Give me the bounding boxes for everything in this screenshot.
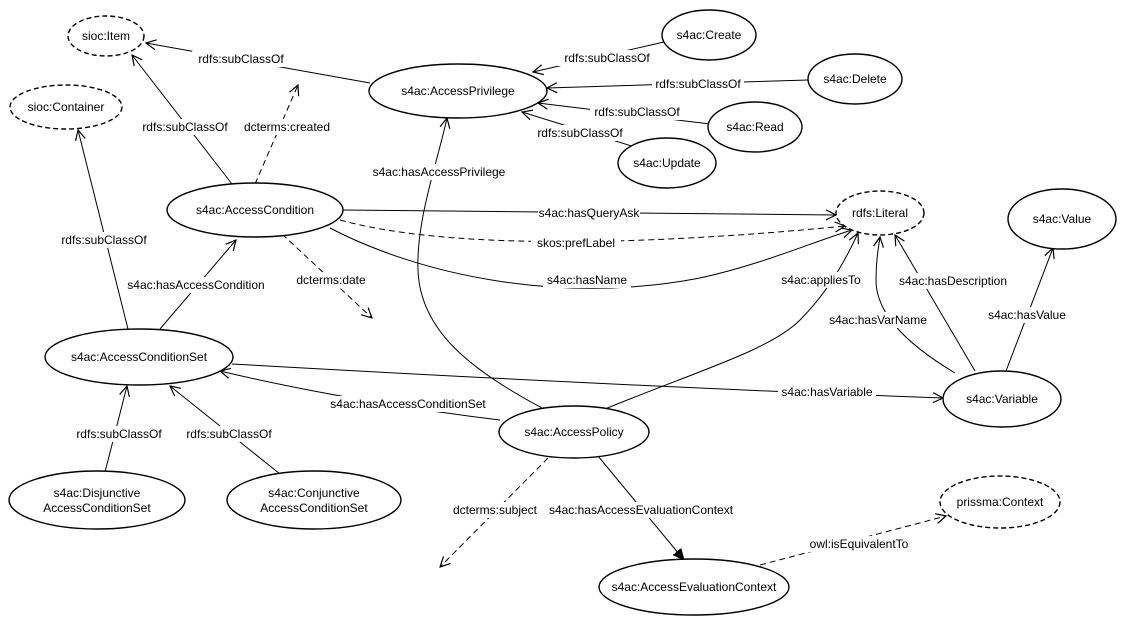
label-condition-date: dcterms:date [296, 273, 366, 287]
edge-policy-applies-to [604, 233, 858, 410]
label-policy-has-access-privilege: s4ac:hasAccessPrivilege [373, 165, 506, 179]
node-access-privilege[interactable]: s4ac:AccessPrivilege [368, 63, 548, 119]
label-update-subclass: rdfs:subClassOf [537, 126, 623, 140]
node-access-policy[interactable]: s4ac:AccessPolicy [498, 405, 650, 459]
edge-policy-has-access-privilege [417, 118, 545, 410]
node-access-evaluation-context-label: s4ac:AccessEvaluationContext [612, 580, 777, 594]
label-condition-pref-label: skos:prefLabel [537, 236, 615, 250]
label-condition-has-query-ask: s4ac:hasQueryAsk [539, 206, 641, 220]
node-value-label: s4ac:Value [1033, 212, 1092, 226]
node-rdfs-literal[interactable]: rdfs:Literal [835, 190, 925, 236]
label-set-has-variable: s4ac:hasVariable [781, 385, 872, 399]
label-condition-has-name: s4ac:hasName [547, 273, 627, 287]
node-read[interactable]: s4ac:Read [707, 101, 803, 153]
node-access-condition-label: s4ac:AccessCondition [196, 203, 314, 217]
label-context-equivalent: owl:isEquivalentTo [810, 537, 909, 551]
edge-labels: rdfs:subClassOf rdfs:subClassOf rdfs:sub… [56, 50, 1070, 552]
node-sioc-container[interactable]: sioc:Container [9, 84, 123, 130]
node-delete-label: s4ac:Delete [823, 72, 887, 86]
edge-condition-pref-label [339, 219, 845, 243]
edge-condition-has-name [329, 227, 852, 289]
node-delete[interactable]: s4ac:Delete [807, 53, 903, 105]
node-access-condition[interactable]: s4ac:AccessCondition [166, 182, 344, 238]
node-sioc-container-label: sioc:Container [28, 100, 105, 114]
edge-policy-subject [440, 457, 549, 567]
label-policy-subject: dcterms:subject [453, 503, 538, 517]
label-condition-created: dcterms:created [244, 120, 330, 134]
node-disjunctive-label-line1: s4ac:Disjunctive [54, 486, 141, 500]
node-disjunctive-access-condition-set[interactable]: s4ac:Disjunctive AccessConditionSet [8, 470, 186, 530]
node-update-label: s4ac:Update [633, 156, 701, 170]
node-disjunctive-label-line2: AccessConditionSet [43, 501, 151, 515]
label-policy-has-evaluation-context: s4ac:hasAccessEvaluationContext [549, 503, 734, 517]
label-condition-subclass-item: rdfs:subClassOf [142, 120, 228, 134]
node-create[interactable]: s4ac:Create [661, 9, 757, 61]
label-variable-has-var-name: s4ac:hasVarName [829, 313, 927, 327]
label-policy-has-access-condition-set: s4ac:hasAccessConditionSet [330, 397, 486, 411]
label-conjunctive-subclass: rdfs:subClassOf [186, 427, 272, 441]
edge-set-subclass-container [78, 130, 129, 330]
node-read-label: s4ac:Read [726, 120, 783, 134]
node-conjunctive-label-line2: AccessConditionSet [260, 501, 368, 515]
label-variable-has-value: s4ac:hasValue [988, 308, 1066, 322]
node-access-condition-set-label: s4ac:AccessConditionSet [71, 350, 208, 364]
edge-variable-has-var-name [876, 237, 956, 374]
label-set-has-access-condition: s4ac:hasAccessCondition [127, 278, 264, 292]
edge-policy-has-access-condition-set [220, 371, 501, 421]
label-create-subclass: rdfs:subClassOf [564, 51, 650, 65]
node-variable-label: s4ac:Variable [966, 392, 1038, 406]
node-sioc-item-label: sioc:Item [82, 29, 130, 43]
edge-context-equivalent [759, 516, 946, 566]
node-prissma-context[interactable]: prissma:Context [939, 475, 1061, 529]
label-delete-subclass: rdfs:subClassOf [655, 77, 741, 91]
label-disjunctive-subclass: rdfs:subClassOf [76, 427, 162, 441]
node-access-condition-set[interactable]: s4ac:AccessConditionSet [44, 328, 234, 386]
edge-variable-has-description [895, 235, 976, 372]
label-set-subclass-container: rdfs:subClassOf [61, 233, 147, 247]
node-sioc-item[interactable]: sioc:Item [67, 15, 145, 57]
node-prissma-context-label: prissma:Context [957, 495, 1044, 509]
node-conjunctive-access-condition-set[interactable]: s4ac:Conjunctive AccessConditionSet [226, 470, 402, 530]
node-rdfs-literal-label: rdfs:Literal [852, 206, 908, 220]
nodes: sioc:Item sioc:Container s4ac:AccessPriv… [8, 9, 1117, 616]
node-access-policy-label: s4ac:AccessPolicy [524, 425, 623, 439]
label-read-subclass: rdfs:subClassOf [594, 105, 680, 119]
label-variable-has-description: s4ac:hasDescription [899, 274, 1007, 288]
label-privilege-subclass-item: rdfs:subClassOf [198, 52, 284, 66]
node-variable[interactable]: s4ac:Variable [942, 370, 1062, 428]
node-access-evaluation-context[interactable]: s4ac:AccessEvaluationContext [598, 558, 790, 616]
node-value[interactable]: s4ac:Value [1007, 188, 1117, 250]
node-update[interactable]: s4ac:Update [617, 137, 717, 189]
node-create-label: s4ac:Create [677, 28, 742, 42]
label-policy-applies-to: s4ac:appliesTo [781, 273, 861, 287]
node-conjunctive-label-line1: s4ac:Conjunctive [268, 486, 360, 500]
node-access-privilege-label: s4ac:AccessPrivilege [401, 84, 515, 98]
